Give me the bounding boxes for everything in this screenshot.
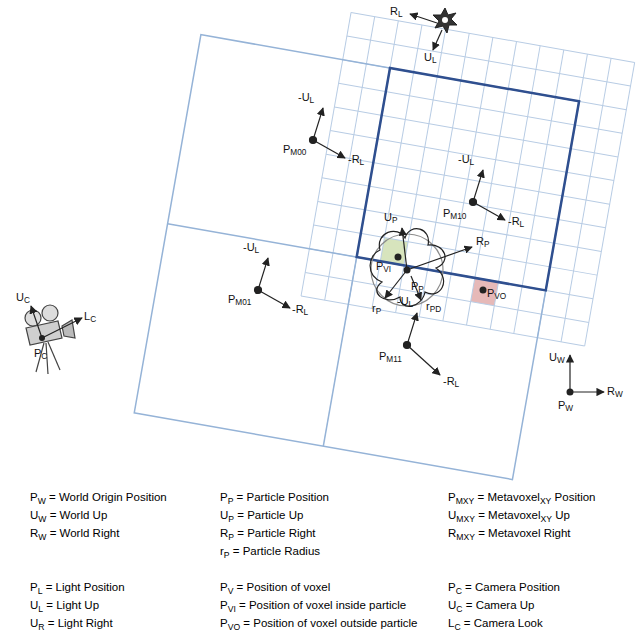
camera-reel: [42, 305, 58, 321]
symbol-label: RP: [476, 234, 489, 248]
symbol-label: PP: [411, 279, 424, 293]
legend-definition: PL = Light Position: [30, 580, 125, 594]
particle: [370, 228, 486, 306]
legend-definition: PVI = Position of voxel inside particle: [220, 598, 406, 612]
camera-body: [26, 321, 62, 345]
voxel-line: [514, 50, 564, 334]
legend-definition: UL = Light Up: [30, 598, 99, 612]
symbol-label: RW: [607, 384, 623, 398]
legend-definition: PC = Camera Position: [448, 580, 560, 594]
voxel-line: [318, 201, 602, 251]
legend-definition: PP = Particle Position: [220, 490, 329, 504]
legend-definition: PV = Position of voxel: [220, 580, 330, 594]
frame-point: [404, 342, 411, 349]
metavoxel-outline: [134, 35, 579, 480]
symbol-label: -UL: [243, 240, 259, 254]
symbol-label: -UL: [298, 90, 314, 104]
world-frame: [567, 355, 605, 396]
camera: [25, 305, 82, 374]
symbol-label: -UL: [458, 152, 474, 166]
legend-definition: UMXY = MetavoxelXY Up: [448, 508, 570, 522]
legend-definition: PVO = Position of voxel outside particle: [220, 616, 418, 630]
symbol-label: PM01: [228, 292, 251, 306]
symbol-label: rP: [372, 301, 381, 315]
voxel-line: [325, 17, 375, 301]
symbol-label: PM00: [283, 142, 306, 156]
frame-point: [310, 137, 317, 144]
voxel-line: [314, 225, 598, 275]
symbol-label: PVO: [487, 286, 506, 300]
active-metavoxel: [357, 68, 579, 290]
voxel-line: [561, 58, 611, 342]
symbol-label: rPD: [426, 299, 441, 313]
metavoxel-grid: [134, 0, 634, 488]
symbol-label: UL: [424, 50, 437, 64]
symbol-label: UC: [16, 290, 30, 304]
camera-point: [39, 335, 45, 341]
symbol-label: -UL: [397, 294, 413, 308]
legend-definition: RMXY = Metavoxel Right: [448, 526, 571, 540]
voxel-line: [585, 62, 635, 346]
particle-shape: [370, 229, 445, 307]
particle-up-arrow: [402, 228, 407, 270]
voxel-inside-point: [395, 254, 402, 261]
light-up-arrow: [433, 30, 442, 50]
voxel-line: [301, 296, 585, 346]
world-point: [567, 389, 574, 396]
legend-definition: LC = Camera Look: [448, 616, 543, 630]
world-right-arrow: [570, 391, 604, 392]
symbol-label: LC: [84, 309, 96, 323]
symbol-label: -RL: [508, 214, 524, 228]
frame-right-arrow: [258, 290, 290, 308]
light-right-arrow: [410, 14, 437, 23]
frame-point: [470, 199, 477, 206]
world-up-arrow: [569, 355, 570, 392]
symbol-label: PC: [34, 346, 47, 360]
legend-definition: RW = World Right: [30, 526, 119, 540]
symbol-label: PM11: [379, 349, 402, 363]
symbol-label: -RL: [292, 302, 308, 316]
camera-up-arrow: [31, 306, 42, 338]
light: [410, 8, 457, 50]
voxel-line: [305, 272, 589, 322]
light-star: [433, 8, 457, 33]
light-core: [442, 17, 448, 23]
symbol-label: UP: [384, 210, 397, 224]
particle-axes: [385, 228, 472, 300]
symbol-label: RL: [390, 4, 403, 18]
legend-definition: UW = World Up: [30, 508, 107, 522]
frame-right-arrow: [313, 140, 345, 158]
voxel-line: [322, 178, 606, 228]
legend-definition: UR = Light Right: [30, 616, 113, 630]
voxel-line: [490, 46, 540, 330]
frame-point: [255, 287, 262, 294]
legend-definition: UC = Camera Up: [448, 598, 534, 612]
symbol-label: -RL: [348, 152, 364, 166]
camera-look-arrow: [42, 318, 82, 338]
frame-right-arrow: [473, 202, 505, 220]
particle-right-arrow: [407, 247, 472, 270]
symbol-label: -RL: [443, 374, 459, 388]
frame-up-arrow: [258, 258, 268, 290]
frame-up-arrow: [407, 313, 417, 345]
voxel-outside-point: [480, 287, 487, 294]
voxel-grid: [301, 12, 635, 346]
frame-right-arrow: [407, 345, 440, 375]
legend-definition: rP = Particle Radius: [220, 544, 320, 558]
symbol-label: PVI: [376, 259, 391, 273]
legend-definition: RP = Particle Right: [220, 526, 316, 540]
symbol-label: PM10: [443, 206, 466, 220]
legend-definition: UP = Particle Up: [220, 508, 303, 522]
frame-up-arrow: [473, 170, 483, 202]
voxel-line: [467, 42, 517, 326]
symbol-label: UW: [549, 350, 565, 364]
metavoxel-frames: [255, 108, 506, 375]
symbol-label: PW: [558, 398, 573, 412]
particle-point: [404, 267, 411, 274]
legend-definition: PW = World Origin Position: [30, 490, 167, 504]
tripod-leg: [48, 342, 60, 370]
legend-definition: PMXY = MetavoxelXY Position: [448, 490, 595, 504]
frame-up-arrow: [313, 108, 323, 140]
